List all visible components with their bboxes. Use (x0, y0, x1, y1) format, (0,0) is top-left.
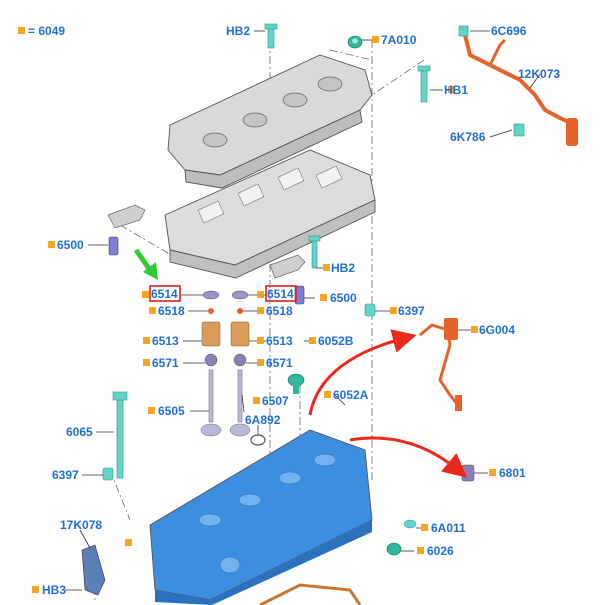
label-6513-left: 6513 (152, 334, 179, 348)
rocker-arm-right-icon (269, 254, 306, 279)
label-6a011: 6A011 (431, 521, 466, 535)
valve-stack-right (229, 290, 251, 437)
label-17k078: 17K078 (60, 518, 102, 532)
label-6g004: 6G004 (479, 323, 515, 337)
label-6052a: 6052A (333, 388, 369, 402)
label-6052b: 6052B (318, 334, 354, 348)
label-hb1: HB1 (444, 83, 468, 97)
label-6065: 6065 (66, 425, 93, 439)
label-6c696: 6C696 (491, 24, 527, 38)
highlight-6514-left (149, 285, 181, 302)
cam-carrier-upper (167, 54, 373, 189)
6397-left-dowel-icon (102, 467, 114, 481)
legend-text: = 6049 (28, 24, 65, 38)
cylinder-head (149, 429, 373, 605)
label-hb2-mid: HB2 (331, 261, 355, 275)
label-6518-left: 6518 (158, 304, 185, 318)
label-6397-right: 6397 (398, 304, 425, 318)
green-indicator-arrow (133, 248, 158, 280)
label-6397-left: 6397 (52, 468, 79, 482)
label-6514-left: 6514 (151, 287, 178, 301)
red-arrow-to-6801 (349, 436, 468, 478)
label-6505: 6505 (158, 404, 185, 418)
legend-marker (18, 27, 25, 34)
6a892-oring-icon (250, 434, 266, 446)
label-6801: 6801 (499, 466, 526, 480)
label-6500-left: 6500 (57, 238, 84, 252)
label-hb3: HB3 (42, 583, 66, 597)
hb2-bolt-mid-icon (308, 235, 321, 269)
17k078-bracket-icon (81, 544, 106, 596)
cam-carrier-lower (164, 149, 376, 279)
label-6k786: 6K786 (450, 130, 486, 144)
label-7a010: 7A010 (381, 33, 417, 47)
6026-seal-icon (386, 542, 402, 556)
label-6513-right: 6513 (266, 334, 293, 348)
hla-6500-right-icon (294, 285, 305, 305)
label-hb2-top: HB2 (226, 24, 250, 38)
6a011-fitting-icon (403, 519, 417, 529)
rocker-arm-left-icon (107, 204, 146, 229)
hla-6500-left-icon (108, 236, 119, 256)
hb2-bolt-top-icon (264, 23, 278, 49)
label-6500-right: 6500 (330, 291, 357, 305)
head-gasket-icon (259, 583, 362, 605)
wiring-harness-12k073-icon (458, 25, 578, 146)
highlight-6514-right (265, 285, 297, 302)
label-6571-right: 6571 (266, 356, 293, 370)
7a010-seal-icon (347, 35, 363, 49)
label-6a892: 6A892 (245, 413, 281, 427)
hb1-bolt-icon (417, 65, 431, 103)
label-6507: 6507 (262, 394, 289, 408)
label-6514-right: 6514 (267, 287, 294, 301)
valve-stack-left (200, 290, 222, 437)
label-6571-left: 6571 (152, 356, 179, 370)
6065-head-bolt-icon (112, 391, 128, 479)
label-12k073: 12K073 (518, 67, 560, 81)
6g004-sensor-icon (419, 318, 462, 411)
6052b-fitting-icon (287, 373, 305, 394)
6049-markers (32, 36, 496, 593)
leader-lines (65, 30, 541, 591)
label-6026: 6026 (427, 544, 454, 558)
red-arrow-to-6g004 (308, 329, 417, 416)
6801-plug-icon (461, 464, 475, 482)
label-6518-right: 6518 (266, 304, 293, 318)
6397-right-dowel-icon (364, 303, 376, 317)
